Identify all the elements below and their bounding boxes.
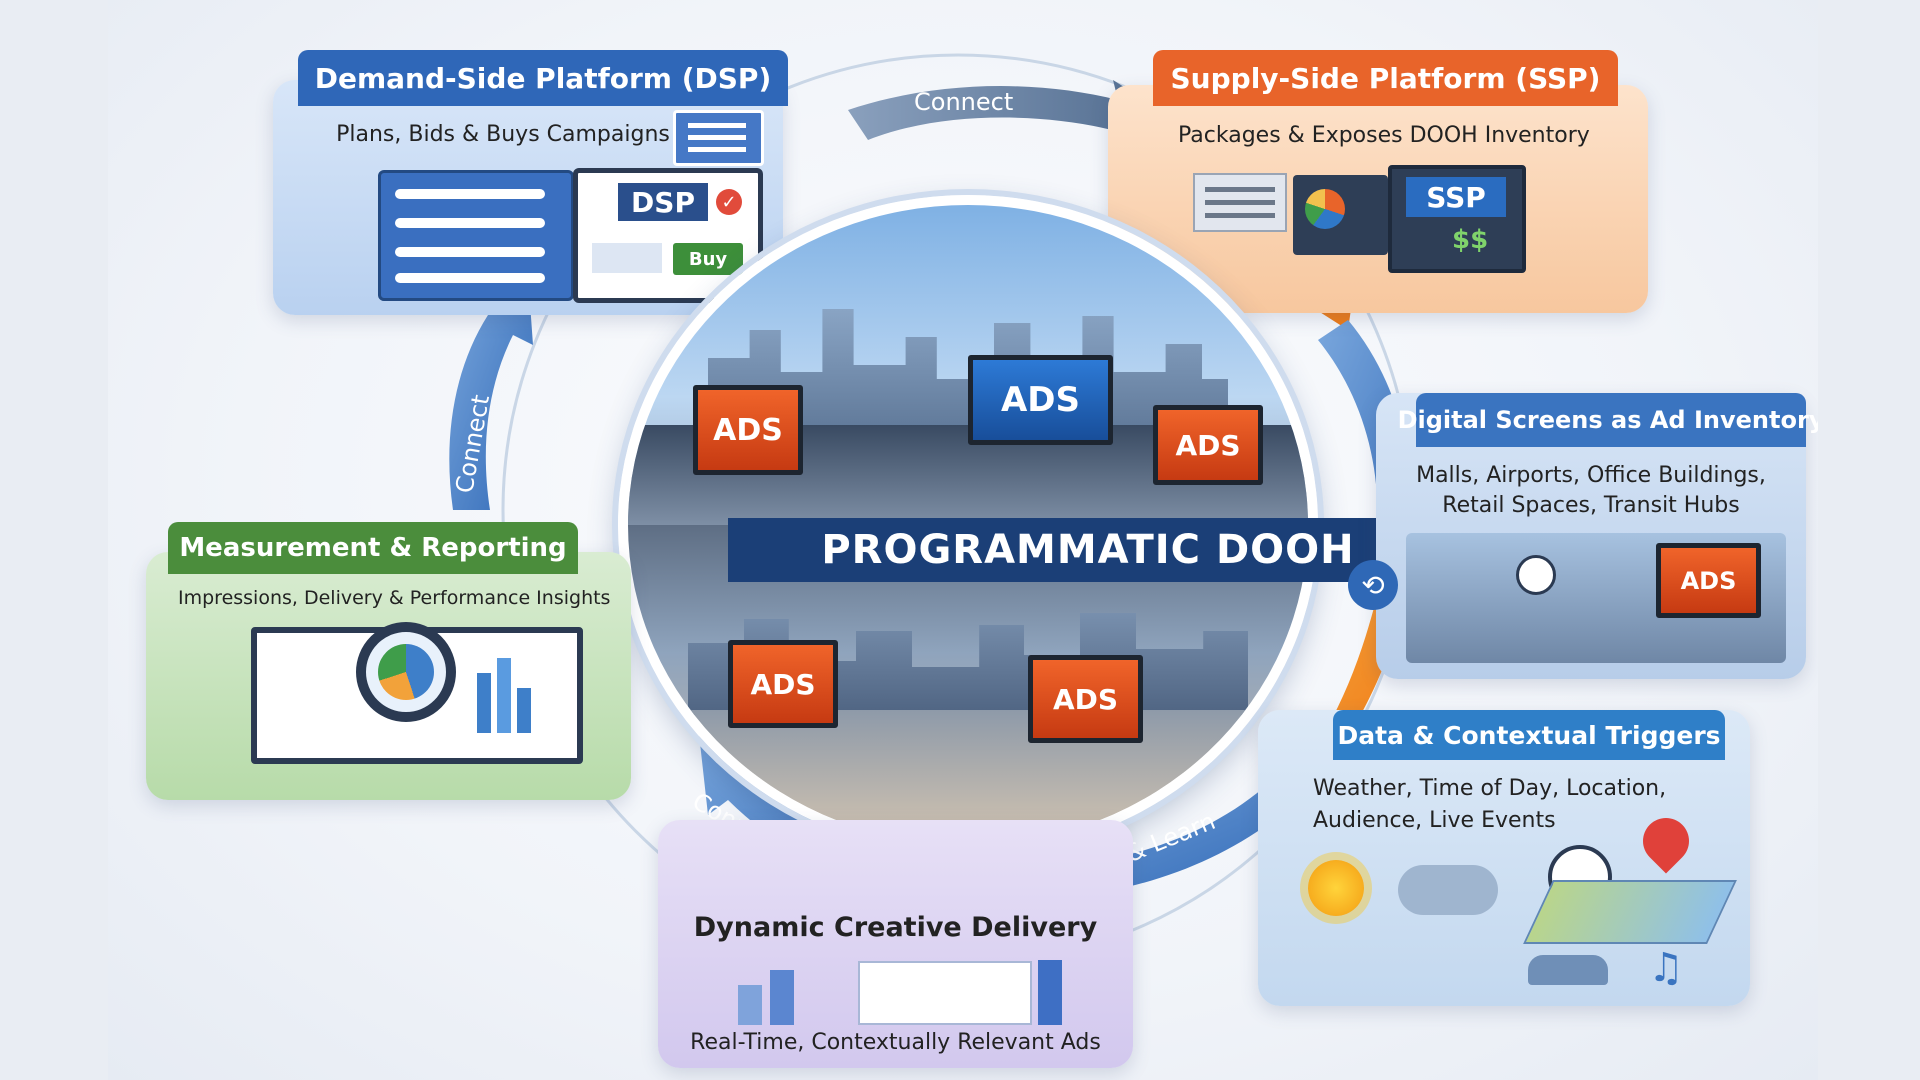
ssp-title: Supply-Side Platform (SSP): [1153, 50, 1618, 106]
rain-cloud-icon: [1398, 865, 1498, 915]
arrow-connect-top: [848, 80, 1173, 150]
ads-sign-5: ADS: [1028, 655, 1143, 743]
document-icon: [673, 110, 764, 166]
magnifier-icon: [356, 622, 456, 722]
screens-title: Digital Screens as Ad Inventory: [1398, 393, 1818, 447]
ads-sign-3: ADS: [1153, 405, 1263, 485]
triggers-title: Data & Contextual Triggers: [1333, 710, 1725, 760]
triggers-line1: Weather, Time of Day, Location,: [1313, 776, 1667, 801]
creative-title: Dynamic Creative Delivery: [693, 912, 1098, 943]
ssp-screen-label: SSP: [1406, 177, 1506, 217]
dsp-panel: Demand-Side Platform (DSP) Plans, Bids &…: [273, 50, 788, 315]
measurement-pie-icon: [378, 644, 434, 700]
clock-icon: [1516, 555, 1556, 595]
measurement-panel: Measurement & Reporting Impressions, Del…: [146, 522, 631, 800]
center-banner-title: PROGRAMMATIC DOOH: [728, 518, 1448, 582]
check-icon: ✓: [716, 189, 742, 215]
ssp-money: $$: [1452, 225, 1489, 255]
ssp-chart-monitor: [1293, 175, 1388, 255]
diagram-canvas: Demand-Side Platform (DSP) Plans, Bids &…: [108, 0, 1818, 1080]
creative-chart: [738, 955, 1068, 1025]
screens-ads-sign: ADS: [1656, 543, 1761, 618]
pie-chart-icon: [1305, 189, 1345, 229]
map-pin-icon: [1633, 808, 1699, 874]
music-note-icon: ♫: [1648, 945, 1684, 991]
measurement-subtitle: Impressions, Delivery & Performance Insi…: [178, 587, 611, 609]
triggers-panel: Data & Contextual Triggers Weather, Time…: [1258, 710, 1750, 1006]
ads-sign-2: ADS: [968, 355, 1113, 445]
map-icon: [1523, 880, 1737, 944]
connect-label-top: Connect: [914, 88, 1014, 116]
ssp-subtitle: Packages & Exposes DOOH Inventory: [1178, 123, 1590, 148]
dsp-title: Demand-Side Platform (DSP): [298, 50, 788, 106]
ssp-doc: [1193, 173, 1287, 232]
dsp-screen-label: DSP: [618, 183, 708, 221]
creative-subtitle: Real-Time, Contextually Relevant Ads: [690, 1030, 1101, 1055]
weather-sun-icon: [1308, 860, 1364, 916]
screens-line1: Malls, Airports, Office Buildings,: [1416, 463, 1766, 488]
ads-sign-4: ADS: [728, 640, 838, 728]
dsp-subtitle: Plans, Bids & Buys Campaigns: [336, 122, 670, 147]
ssp-panel: Supply-Side Platform (SSP) Packages & Ex…: [1108, 50, 1648, 313]
audience-icon: [1528, 955, 1608, 985]
measurement-title: Measurement & Reporting: [168, 522, 578, 574]
ads-sign-1: ADS: [693, 385, 803, 475]
ssp-monitor: SSP $$: [1388, 165, 1526, 273]
sync-icon: ⟲: [1348, 560, 1398, 610]
dsp-list-window: [378, 170, 574, 301]
arrow-connect-left: [449, 275, 533, 510]
buy-button: Buy: [673, 243, 743, 275]
screens-panel: Digital Screens as Ad Inventory Malls, A…: [1376, 393, 1818, 679]
screens-line2: Retail Spaces, Transit Hubs: [1442, 493, 1740, 518]
creative-panel: Dynamic Creative Delivery Real-Time, Con…: [658, 820, 1133, 1068]
triggers-line2: Audience, Live Events: [1313, 808, 1556, 833]
